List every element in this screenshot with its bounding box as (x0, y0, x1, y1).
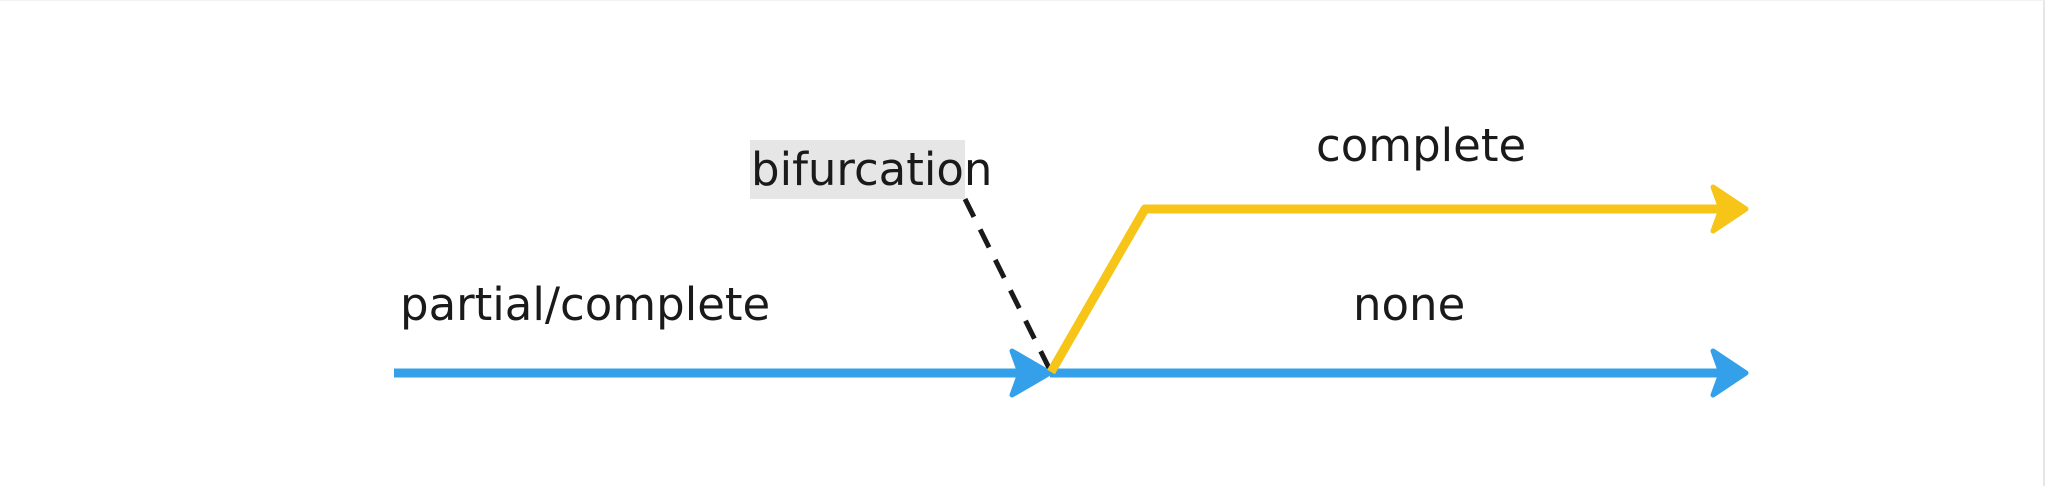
partial-complete-label: partial/complete (400, 278, 770, 331)
none-arrow-head (1710, 348, 1749, 398)
bifurcation-label: bifurcation (751, 143, 992, 196)
incoming-arrow-head (1009, 348, 1053, 398)
bifurcation-label-bg (750, 140, 965, 199)
complete-label: complete (1316, 119, 1526, 172)
complete-arrow-shaft (1047, 204, 1720, 375)
none-label: none (1353, 278, 1465, 331)
complete-arrow-head (1710, 184, 1749, 234)
bifurcation-pointer-line (962, 197, 1054, 374)
